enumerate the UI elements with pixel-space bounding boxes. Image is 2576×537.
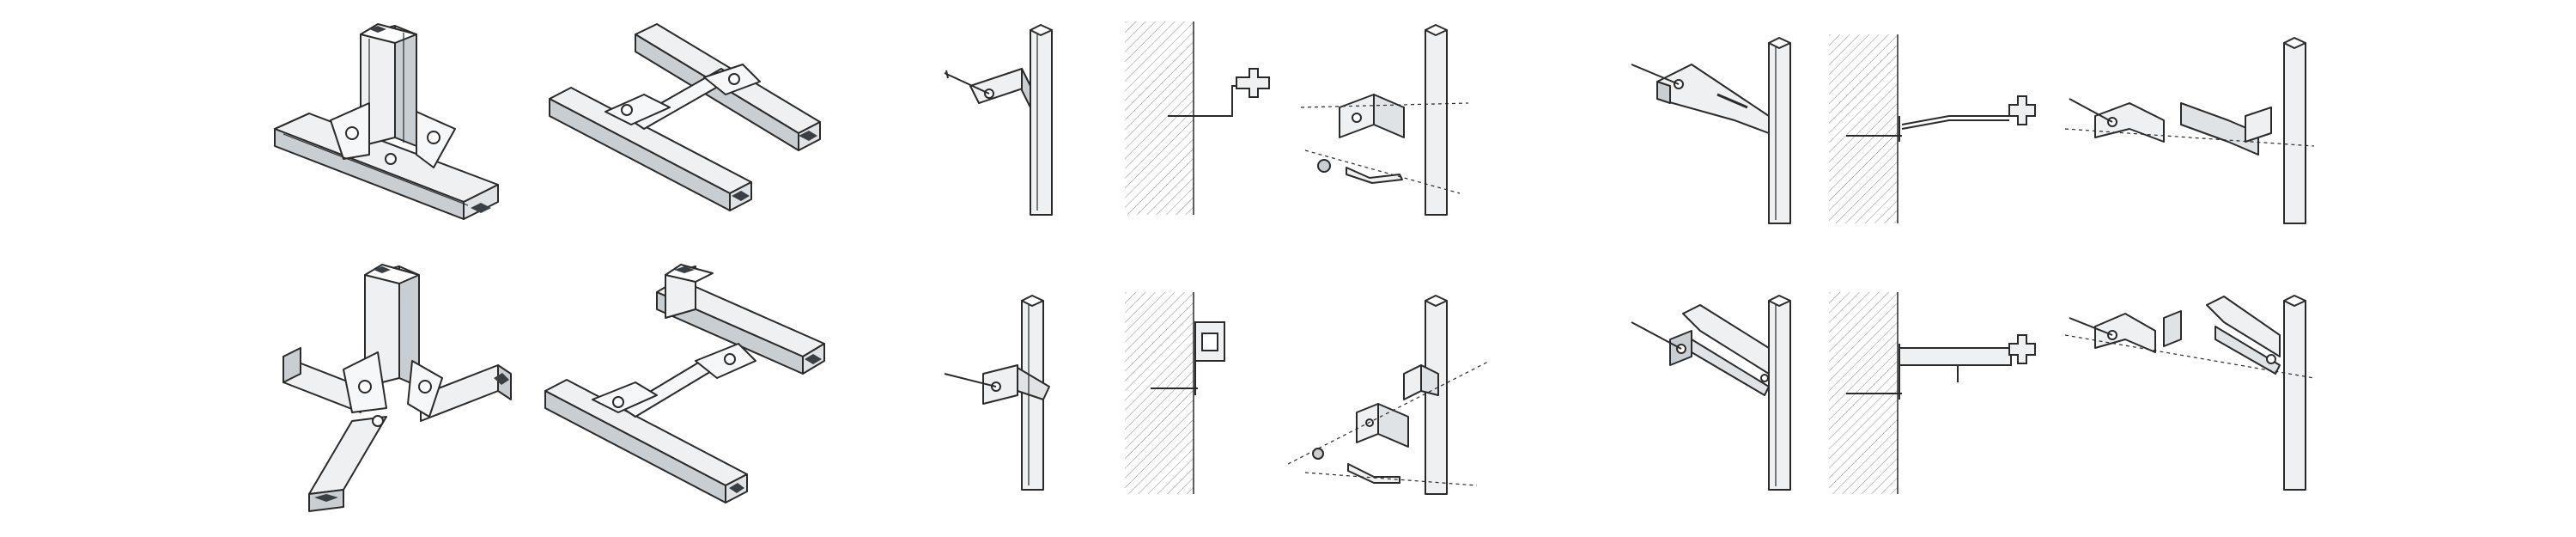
wall-section-u-clip-icon: [1116, 292, 1254, 498]
exploded-u-clip-icon: [1271, 292, 1494, 503]
exploded-slotted-standoff-icon: [2061, 34, 2318, 232]
wall-section-slotted-standoff-icon: [1820, 34, 2044, 232]
slotted-standoff-on-post-icon: [1623, 34, 1812, 232]
double-t-frame-connector-icon: [537, 258, 829, 516]
three-way-joint-connector-icon: [249, 258, 524, 516]
h-frame-connector-icon: [541, 17, 824, 215]
wall-section-channel-arm-icon: [1820, 292, 2052, 498]
angle-bracket-on-post-icon: [936, 21, 1065, 223]
exploded-channel-arm-icon: [2061, 292, 2318, 498]
t-joint-connector-icon: [249, 17, 524, 223]
channel-arm-on-post-icon: [1623, 292, 1812, 498]
exploded-angle-bracket-icon: [1297, 21, 1485, 223]
wall-section-angle-bracket-icon: [1116, 21, 1279, 223]
u-clip-on-post-icon: [936, 292, 1065, 498]
